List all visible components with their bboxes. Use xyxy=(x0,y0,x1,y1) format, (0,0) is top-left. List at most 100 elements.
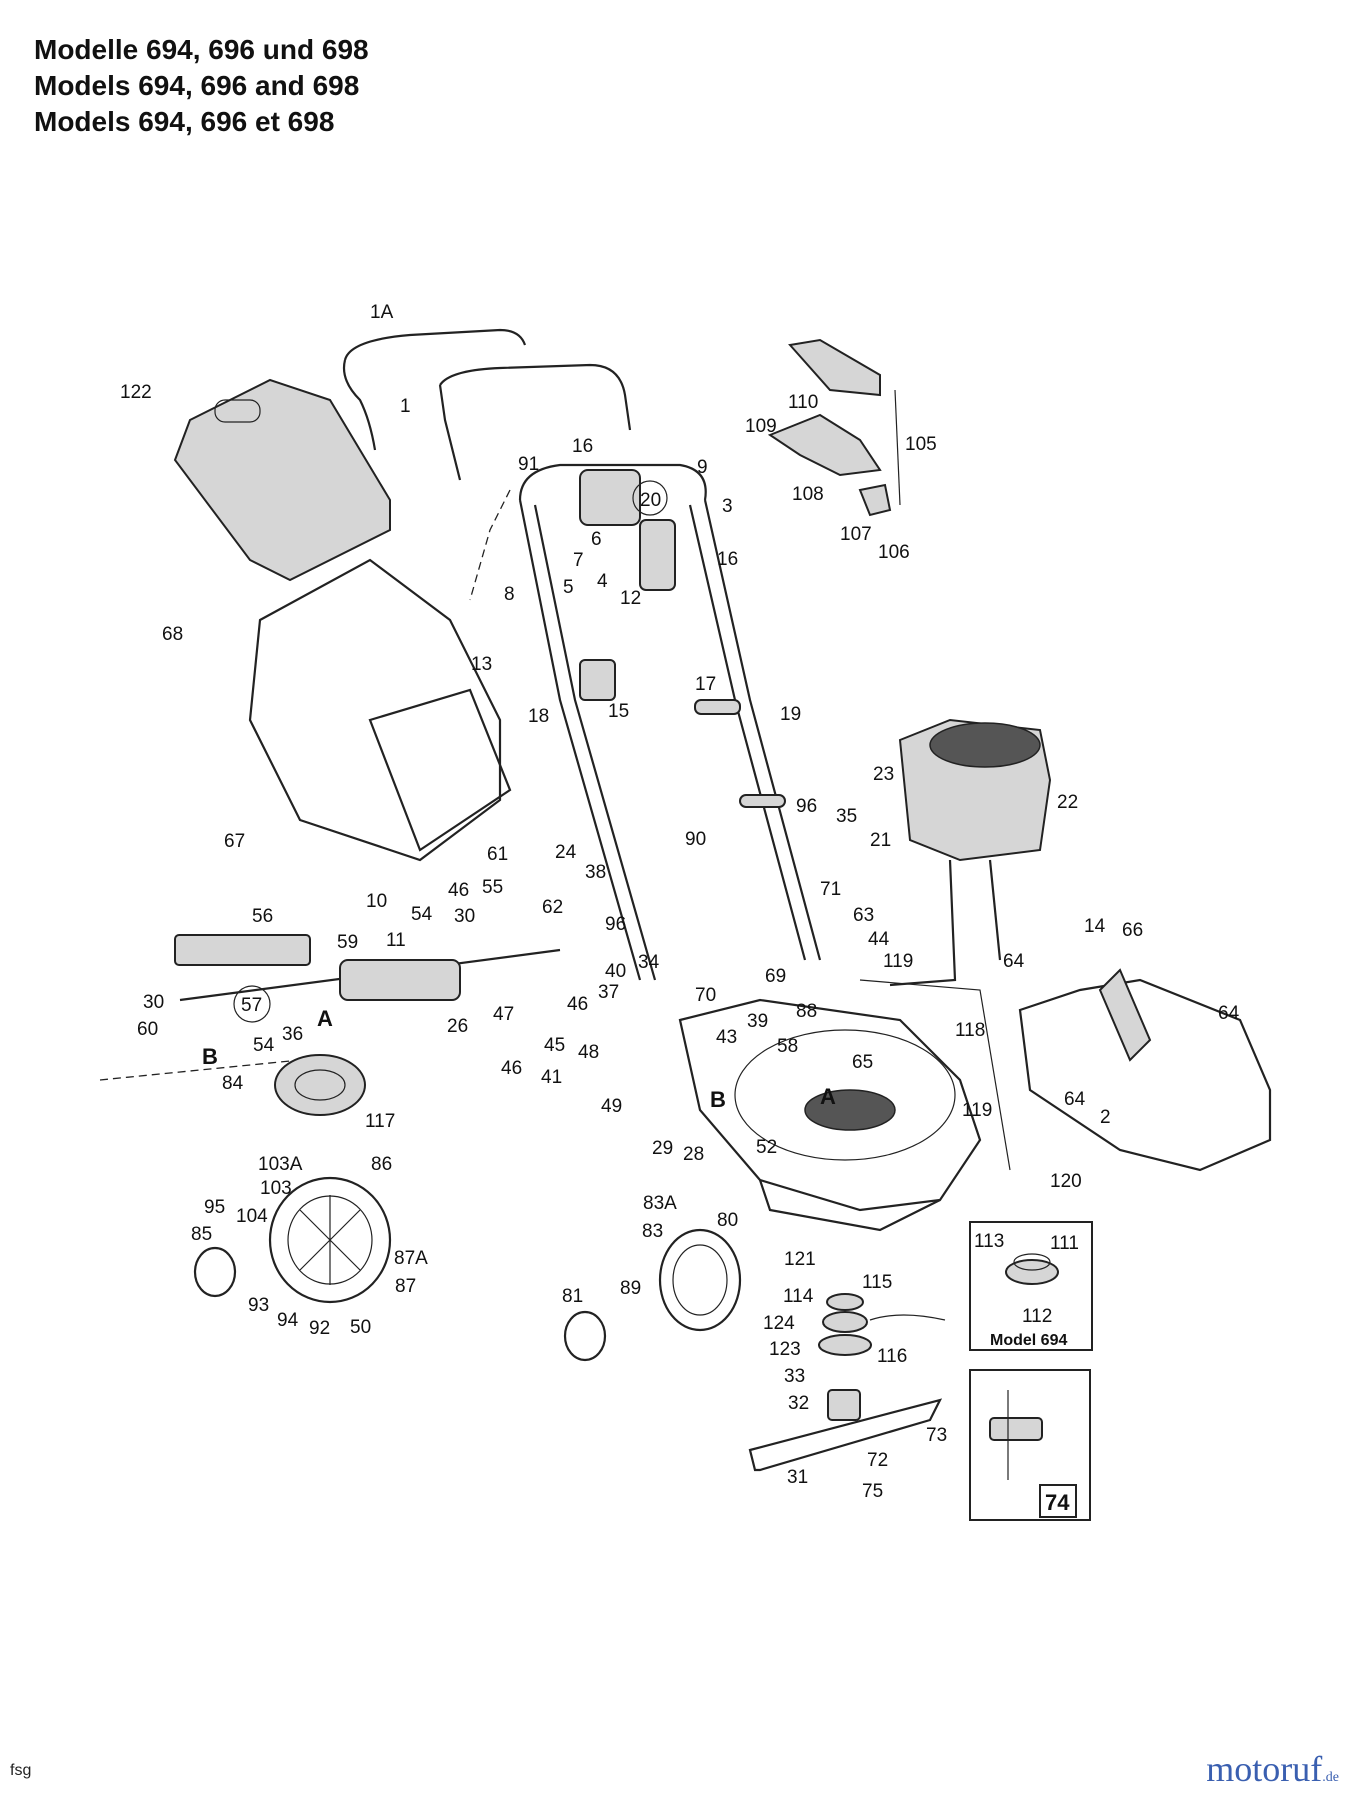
label-84: 84 xyxy=(222,1073,244,1094)
label-31: 31 xyxy=(787,1467,808,1488)
label-65: 65 xyxy=(852,1052,873,1073)
label-14: 14 xyxy=(1084,916,1106,937)
label-64b: 64 xyxy=(1218,1003,1240,1024)
label-92: 92 xyxy=(309,1318,330,1339)
label-20: 20 xyxy=(640,490,661,511)
label-108: 108 xyxy=(792,484,824,505)
label-87a: 87A xyxy=(394,1248,428,1269)
title-german: Modelle 694, 696 und 698 xyxy=(34,34,369,65)
inset-model-694 xyxy=(969,1221,1093,1351)
label-123: 123 xyxy=(769,1339,801,1360)
label-103: 103 xyxy=(260,1178,292,1199)
label-37: 37 xyxy=(598,982,619,1003)
label-118: 118 xyxy=(955,1020,985,1041)
label-107: 107 xyxy=(840,524,872,545)
label-48: 48 xyxy=(578,1042,599,1063)
label-17: 17 xyxy=(695,674,716,695)
label-16a: 16 xyxy=(572,436,593,457)
label-119b: 119 xyxy=(962,1100,992,1121)
label-116: 116 xyxy=(877,1346,907,1367)
front-wheel xyxy=(563,1228,742,1362)
label-50: 50 xyxy=(350,1317,371,1338)
label-62: 62 xyxy=(542,897,563,918)
label-69: 69 xyxy=(765,966,786,987)
label-96b: 96 xyxy=(605,914,626,935)
label-28: 28 xyxy=(683,1144,704,1165)
label-45: 45 xyxy=(544,1035,565,1056)
label-89: 89 xyxy=(620,1278,641,1299)
label-1a: 1A xyxy=(370,302,394,323)
label-124: 124 xyxy=(763,1313,795,1334)
label-56: 56 xyxy=(252,906,273,927)
label-55: 55 xyxy=(482,877,503,898)
label-113: 113 xyxy=(974,1231,1004,1252)
label-2: 2 xyxy=(1100,1107,1111,1128)
label-a2: A xyxy=(820,1084,836,1109)
label-24: 24 xyxy=(555,842,577,863)
label-18: 18 xyxy=(528,706,549,727)
label-8: 8 xyxy=(504,584,515,605)
label-64c: 64 xyxy=(1064,1089,1086,1110)
label-95: 95 xyxy=(204,1197,225,1218)
label-66: 66 xyxy=(1122,920,1143,941)
label-87: 87 xyxy=(395,1276,416,1297)
upper-handle-1 xyxy=(438,363,632,481)
label-1: 1 xyxy=(400,396,411,417)
rear-wheel xyxy=(193,1176,392,1304)
rear-axle xyxy=(99,934,561,1081)
label-63: 63 xyxy=(853,905,874,926)
label-6: 6 xyxy=(591,529,602,550)
label-26: 26 xyxy=(447,1016,468,1037)
brand-name: motoruf xyxy=(1206,1749,1323,1789)
label-120: 120 xyxy=(1050,1171,1082,1192)
label-70: 70 xyxy=(695,985,716,1006)
label-29: 29 xyxy=(652,1138,673,1159)
label-40: 40 xyxy=(605,961,626,982)
mulch-insert xyxy=(1018,968,1272,1172)
label-10: 10 xyxy=(366,891,387,912)
inset-model-label: Model 694 xyxy=(990,1332,1067,1349)
label-43: 43 xyxy=(716,1027,737,1048)
title-block: Modelle 694, 696 und 698 Models 694, 696… xyxy=(34,32,369,140)
label-73: 73 xyxy=(926,1425,947,1446)
label-23: 23 xyxy=(873,764,894,785)
label-30a: 30 xyxy=(454,906,475,927)
label-39: 39 xyxy=(747,1011,768,1032)
label-103a: 103A xyxy=(258,1154,303,1175)
label-54b: 54 xyxy=(253,1035,275,1056)
label-36: 36 xyxy=(282,1024,303,1045)
handle-bar-1a xyxy=(342,328,527,451)
label-b1: B xyxy=(202,1044,218,1069)
label-121: 121 xyxy=(784,1249,816,1270)
label-104: 104 xyxy=(236,1206,268,1227)
label-58: 58 xyxy=(777,1036,798,1057)
label-71: 71 xyxy=(820,879,841,900)
rear-flap-assembly xyxy=(767,338,901,517)
label-93: 93 xyxy=(248,1295,269,1316)
label-13: 13 xyxy=(471,654,492,675)
catcher-lid xyxy=(173,378,391,582)
gear-housing xyxy=(274,1054,366,1116)
label-22: 22 xyxy=(1057,792,1078,813)
title-french: Models 694, 696 et 698 xyxy=(34,106,335,137)
label-115: 115 xyxy=(862,1272,892,1293)
label-75: 75 xyxy=(862,1481,883,1502)
label-4: 4 xyxy=(597,571,608,592)
label-38: 38 xyxy=(585,862,606,883)
label-106: 106 xyxy=(878,542,910,563)
circle-57 xyxy=(233,985,271,1023)
part-labels: 1A 122 1 91 16 9 20 3 6 7 4 16 12 8 5 13… xyxy=(120,302,1240,1515)
label-67: 67 xyxy=(224,831,245,852)
label-83: 83 xyxy=(642,1221,663,1242)
label-122: 122 xyxy=(120,382,152,403)
label-57: 57 xyxy=(241,995,262,1016)
label-52: 52 xyxy=(756,1137,777,1158)
label-47: 47 xyxy=(493,1004,514,1025)
label-33: 33 xyxy=(784,1366,805,1387)
label-41: 41 xyxy=(541,1067,562,1088)
label-59: 59 xyxy=(337,932,358,953)
label-15: 15 xyxy=(608,701,629,722)
label-46b: 46 xyxy=(567,994,588,1015)
label-85: 85 xyxy=(191,1224,212,1245)
